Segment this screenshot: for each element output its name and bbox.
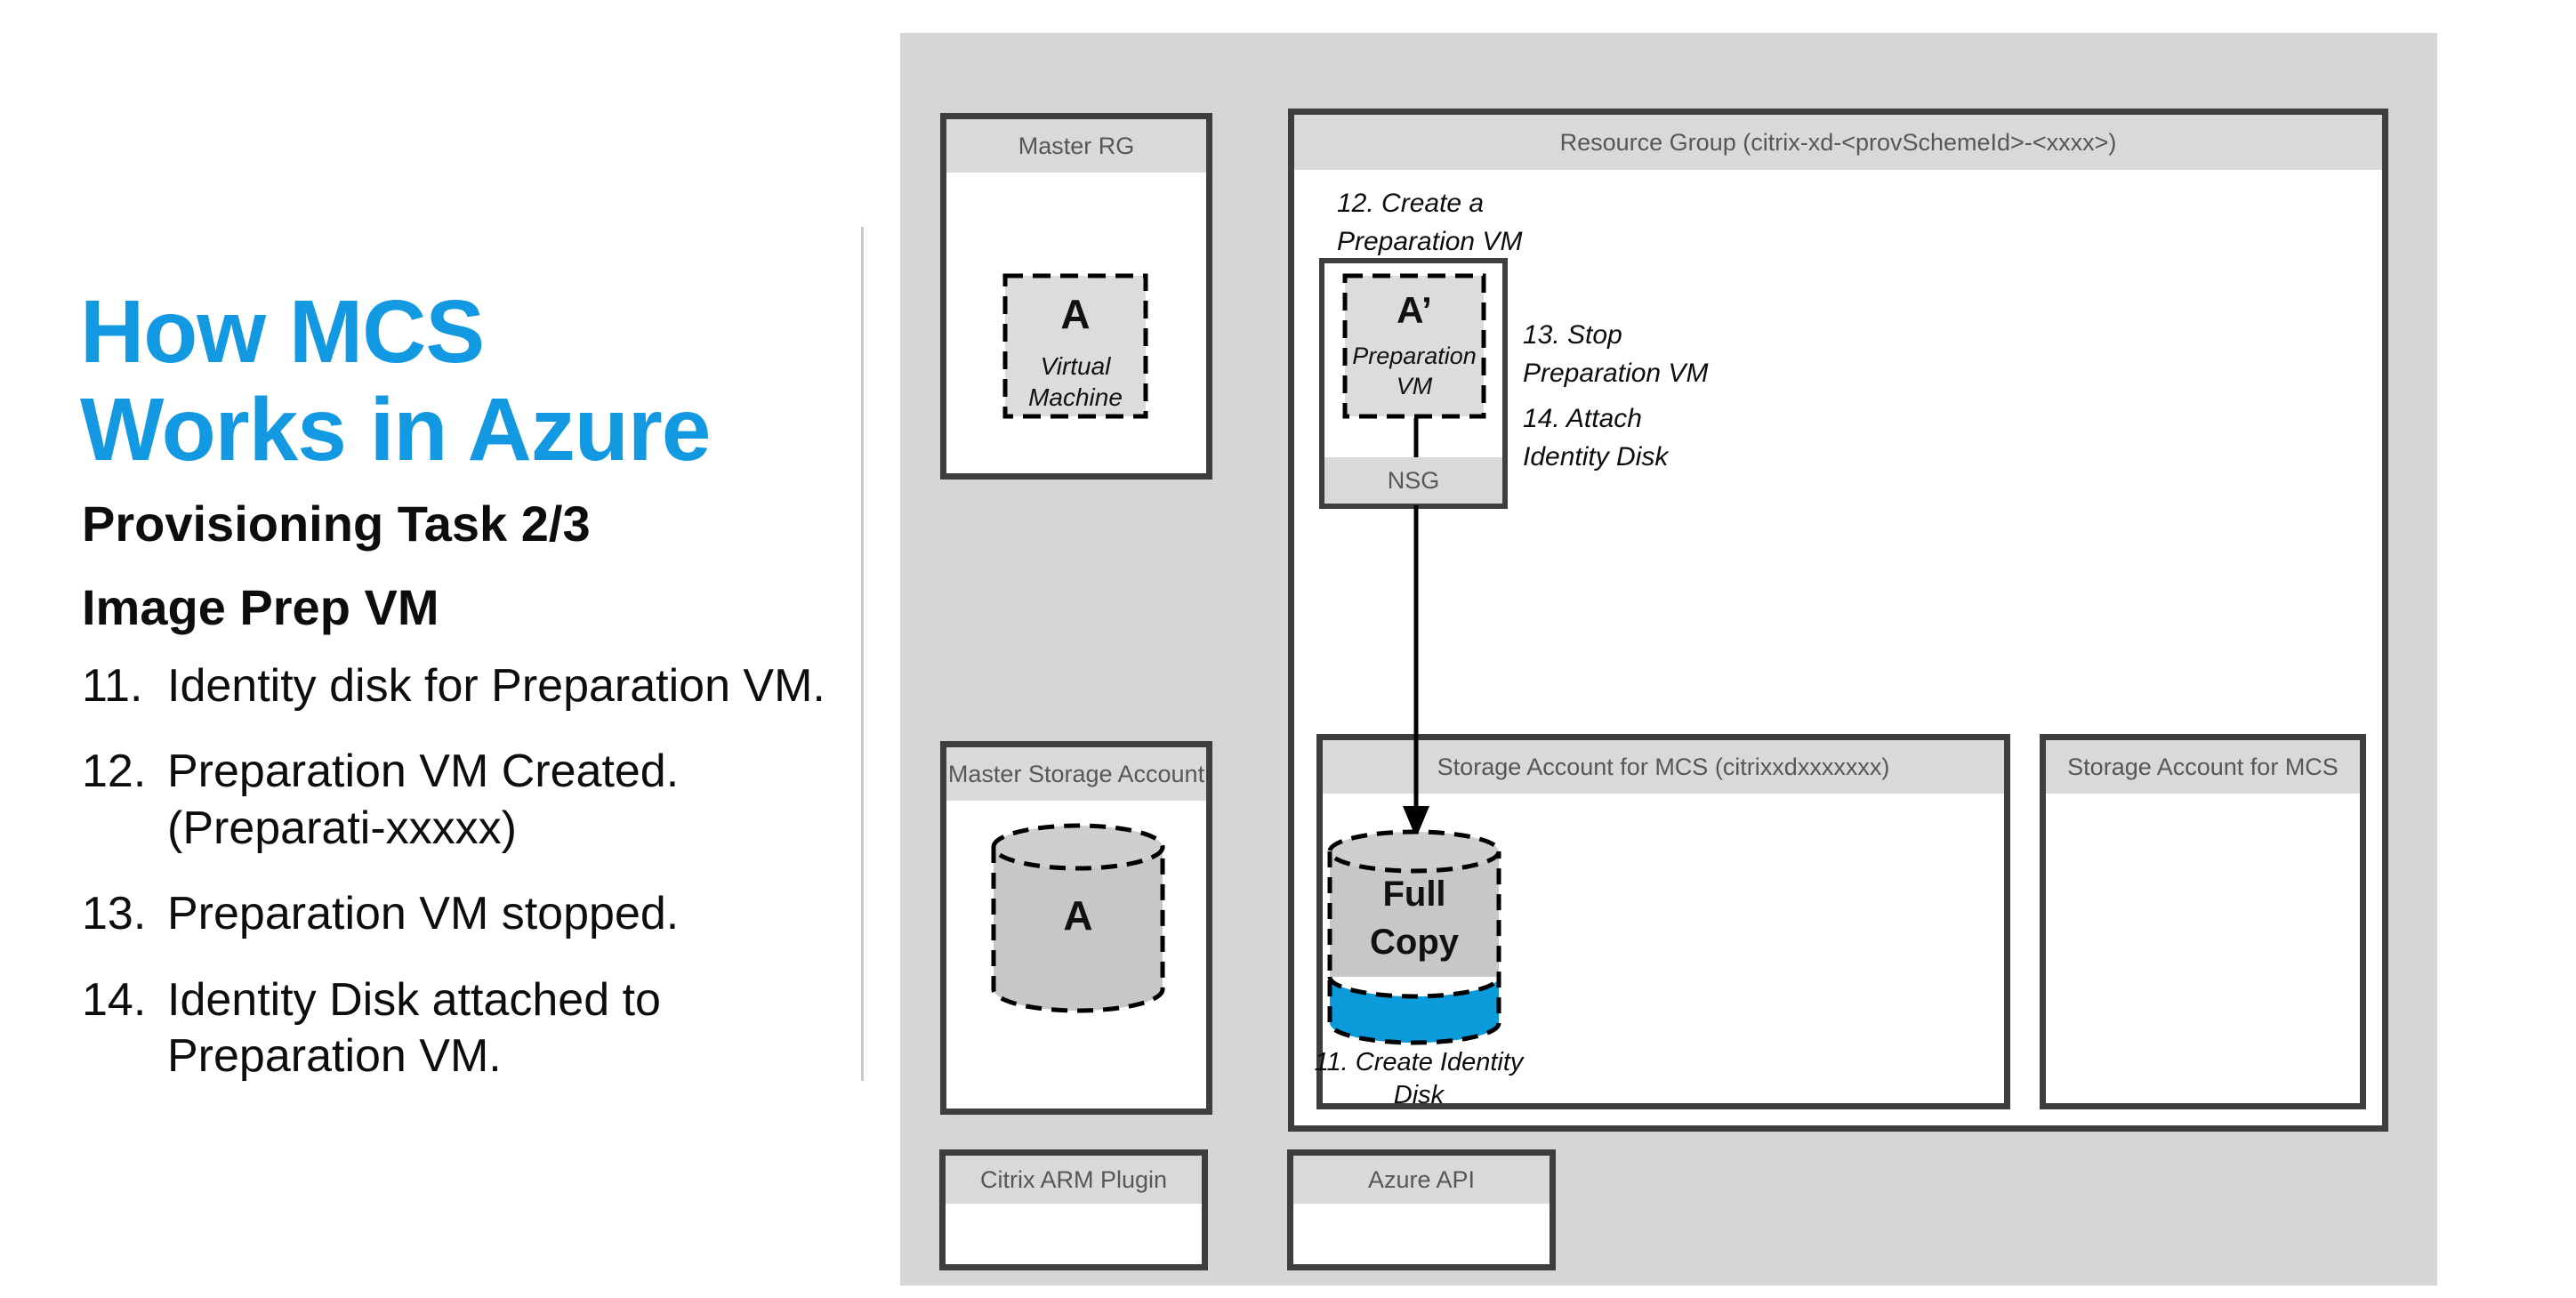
master-vm-label: A [1060, 291, 1091, 337]
list-item: 11. Identity disk for Preparation VM. [82, 658, 909, 714]
master-storage-account-title: Master Storage Account [946, 747, 1206, 801]
step-list: 11. Identity disk for Preparation VM. 12… [82, 658, 909, 1115]
step-text: Identity disk for Preparation VM. [167, 660, 825, 712]
resource-group-title: Resource Group (citrix-xd-<provSchemeId>… [1294, 115, 2382, 170]
annotation-create-identity-disk: 11. Create Identity Disk [1314, 1048, 1524, 1110]
prep-vm-sublabel: Preparation VM [1352, 343, 1477, 399]
step-text: Identity Disk attached to Preparation VM… [167, 973, 661, 1083]
page-title: How MCS Works in Azure [80, 282, 711, 480]
step-number: 14. [82, 973, 147, 1026]
storage-account-mcs-right-title: Storage Account for MCS [2046, 740, 2360, 794]
master-vm-label-group: A Virtual Machine [1005, 294, 1146, 413]
list-item: 13. Preparation VM stopped. [82, 886, 909, 942]
full-copy-disk-label: Full Copy [1370, 875, 1459, 962]
vertical-divider [861, 227, 864, 1081]
subtitle-image-prep-vm: Image Prep VM [82, 579, 439, 635]
annotation-create-prep-vm: 12. Create a Preparation VM [1337, 189, 1523, 256]
azure-api-box: Azure API [1287, 1149, 1556, 1270]
azure-api-title: Azure API [1293, 1156, 1550, 1204]
prep-vm-label-group: A’ Preparation VM [1345, 292, 1484, 402]
storage-account-mcs-title: Storage Account for MCS (citrixxdxxxxxxx… [1323, 740, 2004, 794]
master-disk-label-text: A [1063, 892, 1093, 939]
step-number: 11. [82, 660, 143, 712]
master-rg-title: Master RG [946, 119, 1206, 173]
step-text: Preparation VM Created. (Preparati-xxxxx… [167, 746, 680, 854]
citrix-arm-plugin-title: Citrix ARM Plugin [946, 1156, 1202, 1204]
list-item: 12. Preparation VM Created. (Preparati-x… [82, 744, 909, 857]
annotation-stop-prep-vm: 13. Stop Preparation VM [1523, 320, 1709, 388]
citrix-arm-plugin-box: Citrix ARM Plugin [939, 1149, 1208, 1270]
step-number: 12. [82, 746, 147, 798]
subtitle-provisioning-task: Provisioning Task 2/3 [82, 496, 591, 552]
master-vm-sublabel: Virtual Machine [1028, 352, 1123, 411]
step-text: Preparation VM stopped. [167, 888, 680, 940]
annotation-attach-identity-disk: 14. Attach Identity Disk [1523, 404, 1669, 472]
prep-vm-label: A’ [1397, 289, 1432, 331]
list-item: 14. Identity Disk attached to Preparatio… [82, 972, 909, 1085]
master-disk-label: A [994, 895, 1163, 936]
storage-account-mcs-right-box: Storage Account for MCS [2040, 734, 2366, 1109]
nsg-band: NSG [1324, 457, 1502, 504]
step-number: 13. [82, 888, 147, 940]
